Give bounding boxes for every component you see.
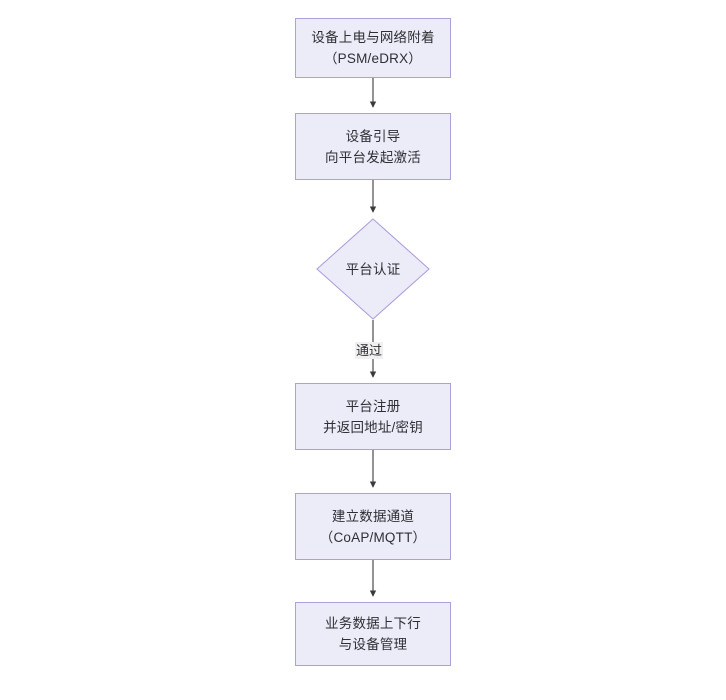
flow-node-data-channel-line-2: （CoAP/MQTT）	[319, 529, 427, 545]
flow-node-business-data-line-1: 业务数据上下行	[325, 616, 421, 631]
flow-node-platform-auth[interactable]: 平台认证	[316, 218, 430, 320]
flow-node-platform-register-line-2: 并返回地址/密钥	[323, 419, 423, 435]
flow-node-power-on[interactable]: 设备上电与网络附着 （PSM/eDRX）	[295, 18, 451, 78]
flow-node-platform-register[interactable]: 平台注册 并返回地址/密钥	[295, 383, 451, 450]
flow-node-data-channel-line-1: 建立数据通道	[331, 508, 415, 524]
flow-node-platform-auth-label: 平台认证	[345, 261, 401, 277]
flow-node-bootstrap[interactable]: 设备引导 向平台发起激活	[295, 113, 451, 180]
edge-label-pass: 通过	[355, 342, 384, 359]
flow-node-business-data[interactable]: 业务数据上下行 与设备管理	[295, 602, 451, 666]
flow-node-platform-register-line-1: 平台注册	[345, 398, 401, 414]
flow-node-power-on-line-2: （PSM/eDRX）	[323, 51, 423, 66]
flow-node-bootstrap-line-1: 设备引导	[345, 128, 401, 144]
diamond-shape	[316, 218, 430, 320]
flow-node-bootstrap-line-2: 向平台发起激活	[325, 149, 421, 165]
flow-node-business-data-line-2: 与设备管理	[338, 637, 408, 652]
flow-node-data-channel[interactable]: 建立数据通道 （CoAP/MQTT）	[295, 493, 451, 560]
flow-node-power-on-line-1: 设备上电与网络附着	[311, 30, 435, 45]
